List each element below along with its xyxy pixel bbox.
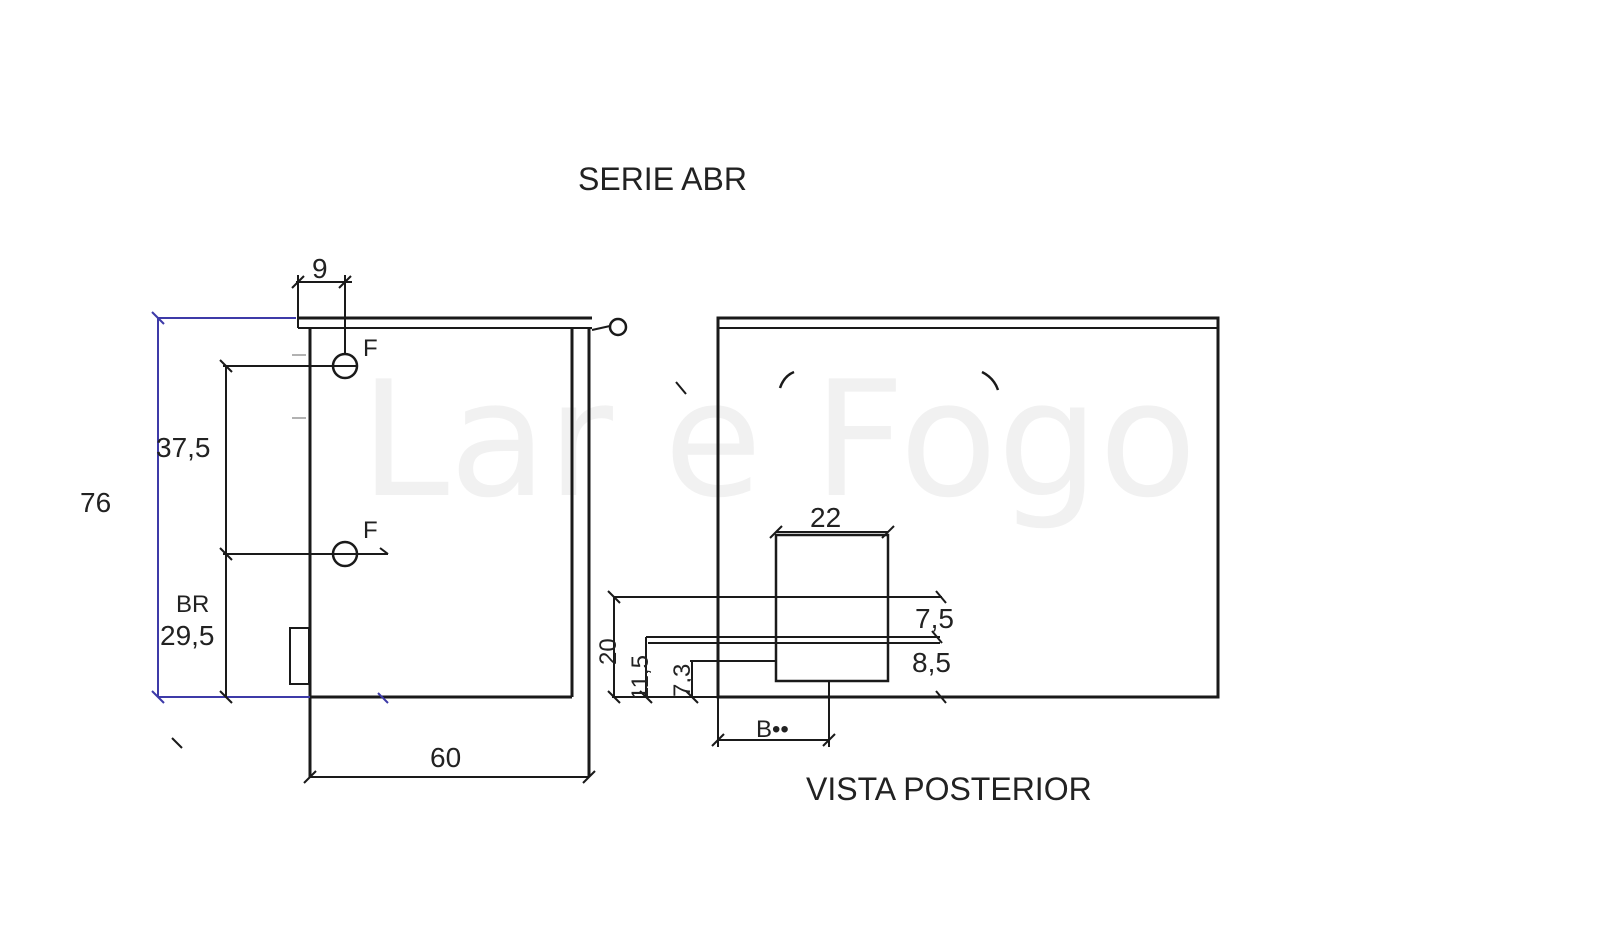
dimension-76-label: 76: [80, 487, 111, 518]
drawing-title: SERIE ABR: [578, 161, 747, 197]
back-view-outline: [716, 316, 1220, 699]
br-outlet: [289, 627, 310, 685]
dimension-29-5-label: 29,5: [160, 620, 215, 651]
connection-f-upper-label: F: [363, 335, 378, 362]
back-arc-right: [981, 370, 1000, 391]
dimension-b-label: B••: [756, 716, 789, 743]
dimension-22-label: 22: [810, 502, 841, 533]
watermark-text: Lar e Fogo: [360, 346, 1197, 533]
dimension-7-3-label: 7,3: [669, 664, 696, 697]
dimension-7-5-label: 7,5: [915, 603, 954, 634]
back-arc-left: [778, 370, 795, 389]
dimension-60: [303, 770, 596, 784]
dimension-chain-connections: [219, 359, 233, 704]
dimension-8-5-label: 8,5: [912, 647, 951, 678]
dimension-20-label: 20: [595, 638, 622, 665]
br-label: BR: [176, 591, 209, 618]
dimension-76: [151, 311, 310, 704]
back-view: [716, 316, 1220, 699]
dimension-22: [769, 525, 895, 539]
side-rear-fitting: [608, 317, 628, 337]
dimension-b: [711, 681, 836, 747]
side-rear-fitting-stub: [591, 325, 611, 331]
connection-f-lower-label: F: [363, 517, 378, 544]
back-view-title: VISTA POSTERIOR: [806, 771, 1092, 807]
back-dimension-lines: [607, 590, 947, 704]
dimension-60-label: 60: [430, 742, 461, 773]
back-outlet-box: [774, 533, 890, 683]
dimension-9-label: 9: [312, 253, 328, 284]
dimension-11-5-label: 11,5: [627, 655, 654, 700]
dimension-9: [291, 275, 352, 354]
dimension-37-5-label: 37,5: [156, 432, 211, 463]
side-view: [223, 316, 628, 777]
